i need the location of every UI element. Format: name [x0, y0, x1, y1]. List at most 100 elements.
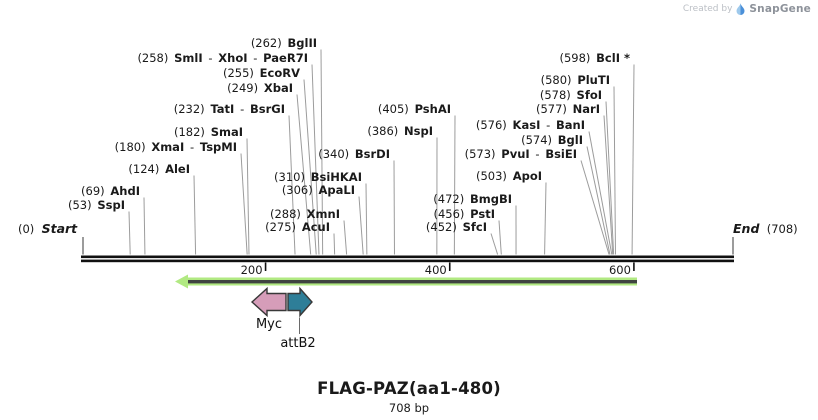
enzyme-site-label[interactable]: (503) ApoI — [476, 170, 542, 182]
enzyme-name[interactable]: SmaI — [210, 125, 243, 139]
leader-line — [588, 131, 613, 255]
enzyme-name[interactable]: TatI — [210, 102, 235, 116]
enzyme-name[interactable]: EcoRV — [259, 66, 300, 80]
enzyme-name[interactable]: BsrDI — [354, 147, 390, 161]
enzyme-name[interactable]: ApoI — [512, 169, 542, 183]
site-name-separator: - — [202, 51, 219, 65]
enzyme-site-label[interactable]: (456) PstI — [433, 208, 495, 220]
leader-line — [453, 115, 456, 255]
enzyme-name[interactable]: BsiEI — [545, 147, 577, 161]
enzyme-site-label[interactable]: (249) XbaI — [227, 82, 293, 94]
enzyme-site-label[interactable]: (573) PvuI - BsiEI — [465, 148, 577, 160]
site-position: (275) — [265, 220, 302, 234]
enzyme-site-label[interactable]: (580) PluTI — [541, 74, 610, 86]
enzyme-name[interactable]: AhdI — [110, 184, 140, 198]
end-label: End — [733, 221, 760, 236]
leader-line — [490, 233, 499, 255]
feature-arrow-myc[interactable] — [250, 286, 287, 318]
enzyme-name[interactable]: BsrGI — [250, 102, 285, 116]
myc-feature-label[interactable]: Myc — [255, 317, 283, 332]
enzyme-name[interactable]: BglII — [287, 36, 318, 50]
enzyme-name[interactable]: PshAI — [414, 102, 451, 116]
enzyme-site-label[interactable]: (306) ApaLI — [282, 184, 355, 196]
enzyme-name[interactable]: NarI — [572, 102, 600, 116]
title-block: FLAG-PAZ(aa1-480) 708 bp — [0, 379, 818, 415]
enzyme-site-label[interactable]: (124) AleI — [128, 163, 190, 175]
leader-line — [246, 138, 250, 255]
enzyme-name[interactable]: BanI — [556, 118, 585, 132]
site-position: (580) — [540, 73, 578, 87]
leader-line — [343, 220, 348, 255]
enzyme-name[interactable]: XmaI — [151, 140, 185, 154]
enzyme-name[interactable]: BsiHKAI — [310, 170, 362, 184]
enzyme-site-label[interactable]: (452) SfcI — [426, 221, 487, 233]
enzyme-name[interactable]: AleI — [165, 162, 190, 176]
leader-line — [240, 153, 248, 255]
enzyme-site-label[interactable]: (577) NarI — [536, 103, 600, 115]
enzyme-name[interactable]: KasI — [512, 118, 541, 132]
enzyme-name[interactable]: SfcI — [462, 220, 487, 234]
brand-name-text: SnapGene — [749, 3, 811, 15]
site-position: (255) — [222, 66, 260, 80]
enzyme-name[interactable]: SmlI — [174, 51, 203, 65]
leader-line — [603, 115, 614, 255]
enzyme-site-label[interactable]: (258) SmlI - XhoI - PaeR7I — [137, 52, 308, 64]
site-position: (182) — [174, 125, 211, 139]
enzyme-name[interactable]: XbaI — [263, 81, 293, 95]
enzyme-name[interactable]: SfoI — [576, 88, 602, 102]
enzyme-site-label[interactable]: (578) SfoI — [540, 89, 602, 101]
enzyme-site-label[interactable]: (576) KasI - BanI — [476, 119, 585, 131]
ruler-tick-number: 400 — [424, 262, 447, 277]
site-position: (249) — [227, 81, 264, 95]
enzyme-site-label[interactable]: (340) BsrDI — [318, 148, 390, 160]
site-position: (405) — [377, 102, 415, 116]
enzyme-name[interactable]: BclI * — [596, 51, 630, 65]
enzyme-name[interactable]: PluTI — [577, 73, 610, 87]
enzyme-site-label[interactable]: (472) BmgBI — [433, 193, 512, 205]
enzyme-name[interactable]: PstI — [470, 207, 495, 221]
enzyme-name[interactable]: PaeR7I — [263, 51, 308, 65]
enzyme-site-label[interactable]: (69) AhdI — [81, 185, 140, 197]
enzyme-site-label[interactable]: (182) SmaI — [174, 126, 243, 138]
attb2-feature-label[interactable]: attB2 — [280, 336, 316, 351]
enzyme-site-label[interactable]: (262) BglII — [251, 37, 317, 49]
start-terminus-label: (0) Start — [18, 222, 77, 236]
enzyme-site-label[interactable]: (255) EcoRV — [223, 67, 300, 79]
site-position: (288) — [269, 207, 307, 221]
enzyme-site-label[interactable]: (310) BsiHKAI — [274, 171, 362, 183]
enzyme-name[interactable]: BglI — [557, 133, 583, 147]
green-feature-arrow[interactable] — [175, 274, 637, 289]
site-position: (258) — [137, 51, 175, 65]
enzyme-site-label[interactable]: (598) BclI * — [559, 52, 630, 64]
enzyme-name[interactable]: NspI — [404, 124, 433, 138]
enzyme-site-label[interactable]: (574) BglI — [521, 134, 583, 146]
enzyme-name[interactable]: ApaLI — [318, 183, 356, 197]
enzyme-site-label[interactable]: (180) XmaI - TspMI — [115, 141, 237, 153]
leader-lines-group — [82, 49, 734, 255]
enzyme-site-label[interactable]: (386) NspI — [367, 125, 433, 137]
enzyme-name[interactable]: XmnI — [306, 207, 340, 221]
feature-arrow-attb2[interactable] — [287, 286, 313, 318]
enzyme-site-label[interactable]: (53) SspI — [68, 199, 125, 211]
site-name-separator: - — [247, 51, 264, 65]
enzyme-site-label[interactable]: (275) AcuI — [265, 221, 330, 233]
leader-line — [605, 101, 615, 255]
site-position: (69) — [81, 184, 111, 198]
features-group — [175, 274, 637, 334]
leader-line — [544, 182, 547, 255]
site-position: (262) — [250, 36, 288, 50]
leader-line — [296, 94, 312, 255]
enzyme-name[interactable]: AcuI — [301, 220, 330, 234]
branding: Created by SnapGene — [683, 3, 811, 15]
site-position: (53) — [68, 198, 98, 212]
enzyme-site-label[interactable]: (288) XmnI — [270, 208, 340, 220]
enzyme-name[interactable]: BmgBI — [469, 192, 512, 206]
enzyme-name[interactable]: XhoI — [218, 51, 248, 65]
enzyme-name[interactable]: SspI — [97, 198, 125, 212]
site-position: (503) — [476, 169, 513, 183]
enzyme-name[interactable]: PvuI — [501, 147, 530, 161]
enzyme-site-label[interactable]: (232) TatI - BsrGI — [174, 103, 285, 115]
enzyme-site-label[interactable]: (405) PshAI — [378, 103, 451, 115]
ruler-tick-number: 200 — [240, 262, 263, 277]
enzyme-name[interactable]: TspMI — [199, 140, 237, 154]
